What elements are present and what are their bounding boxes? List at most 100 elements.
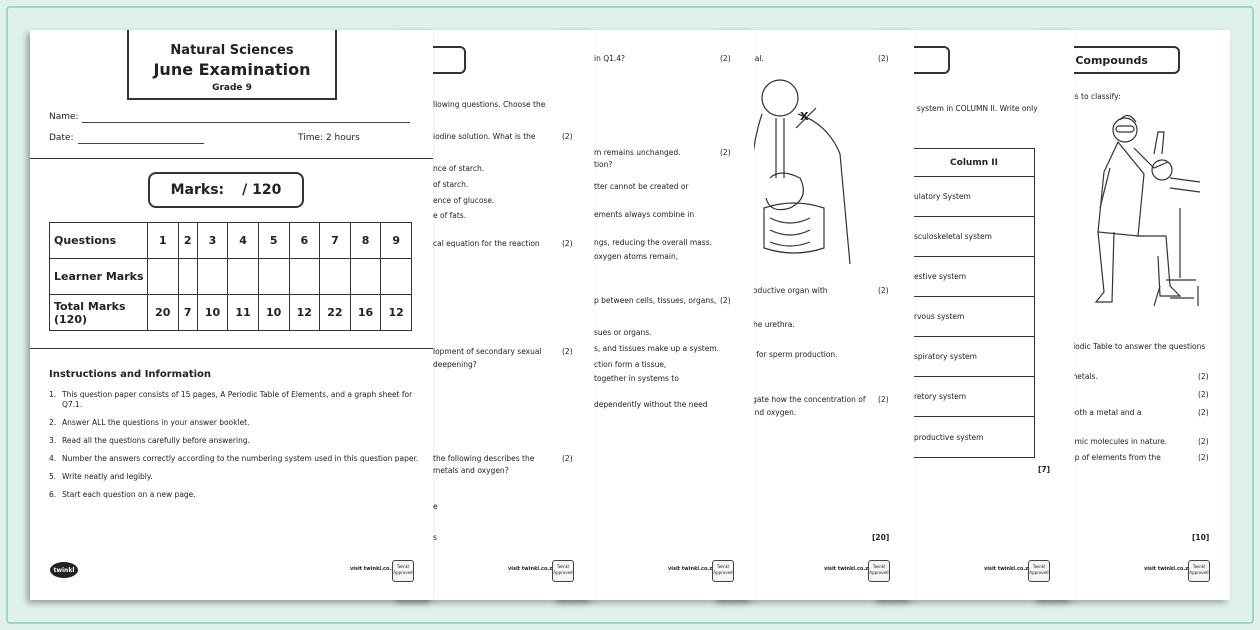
mark-allocation: (2) <box>1198 408 1209 417</box>
marks-label: Marks: <box>170 182 225 198</box>
marks-table: Questions 1 2 3 4 5 6 7 8 9 Learner Mark… <box>49 222 412 331</box>
exam-title: June Examination <box>153 60 311 79</box>
text-line: cal equation for the reaction <box>433 239 540 248</box>
mark-allocation: (2) <box>562 454 573 463</box>
footer-url: visit twinkl.co.za <box>508 566 556 572</box>
diagram-label: X <box>800 110 809 123</box>
learner-mark-cell[interactable] <box>380 258 412 295</box>
text-line: omic molecules in nature. <box>1070 437 1168 446</box>
question-number: 7 <box>319 222 351 259</box>
learner-mark-cell[interactable] <box>257 258 290 295</box>
text-line: roductive organ with <box>750 286 828 295</box>
text-line: ence of glucose. <box>433 196 495 205</box>
list-item: 1.This question paper consists of 15 pag… <box>49 390 419 410</box>
total-mark: 20 <box>147 294 179 331</box>
mark-allocation: (2) <box>562 347 573 356</box>
learner-mark-cell[interactable] <box>177 258 198 295</box>
text-line: nce of starch. <box>433 164 485 173</box>
marks-box: Marks: / 120 <box>148 172 304 208</box>
column-item: productive system <box>914 432 984 442</box>
list-item: 2.Answer ALL the questions in your answe… <box>49 418 250 427</box>
question-number: 5 <box>257 222 290 259</box>
mark-allocation: (2) <box>1198 390 1209 399</box>
text-line: up of elements from the <box>1070 453 1161 462</box>
approved-badge: Twinkl Approved <box>552 560 574 582</box>
date-label: Date: <box>49 133 74 143</box>
background-frame <box>6 6 1254 624</box>
text-line: dependently without the need <box>594 400 708 409</box>
question-number: 3 <box>196 222 229 259</box>
text-line: lopment of secondary sexual <box>433 347 542 356</box>
text-line: ements always combine in <box>594 210 695 219</box>
section-total: [10] <box>1192 533 1210 542</box>
text-line: tter cannot be created or <box>594 182 689 191</box>
instructions-list: 1.This question paper consists of 15 pag… <box>49 390 419 508</box>
total-mark: 16 <box>349 294 382 331</box>
table-row: Questions 1 2 3 4 5 6 7 8 9 <box>49 222 412 259</box>
cover-page: Natural Sciences June Examination Grade … <box>30 30 433 600</box>
instruction-text: This question paper consists of 15 pages… <box>62 390 413 409</box>
text-line: ction form a tissue, <box>594 360 667 369</box>
approved-badge: Twinkl Approved <box>712 560 734 582</box>
mark-allocation: (2) <box>720 296 731 305</box>
instruction-text: Write neatly and legibly. <box>62 472 153 481</box>
column-item: spiratory system <box>914 337 1034 377</box>
column-title: Column II <box>914 149 1034 177</box>
page-banner: ical Compounds <box>1040 46 1180 74</box>
mark-allocation: (2) <box>1198 437 1209 446</box>
text-line: and oxygen. <box>750 408 797 417</box>
mark-allocation: (2) <box>878 54 889 63</box>
text-line: igate how the concentration of <box>750 395 866 404</box>
text-line: m remains unchanged. <box>594 148 681 157</box>
time-label: Time: 2 hours <box>298 133 360 143</box>
instruction-text: Number the answers correctly according t… <box>62 454 419 463</box>
learner-mark-cell[interactable] <box>319 258 351 295</box>
learner-mark-cell[interactable] <box>196 258 229 295</box>
total-mark: 22 <box>319 294 351 331</box>
twinkl-logo: twinkl <box>50 562 78 578</box>
learner-mark-cell[interactable] <box>147 258 179 295</box>
text-line: riodic Table to answer the questions <box>1070 342 1206 351</box>
text-line: of starch. <box>433 180 469 189</box>
divider <box>30 348 433 349</box>
footer-url: visit twinkl.co.za <box>1144 566 1192 572</box>
text-line: together in systems to <box>594 374 679 383</box>
section-total: [20] <box>872 533 890 542</box>
row-header: Learner Marks <box>49 258 148 295</box>
text-line: metals. <box>1070 372 1098 381</box>
approved-badge: Twinkl Approved <box>1188 560 1210 582</box>
footer-url: visit twinkl.co.za <box>984 566 1032 572</box>
text-line: s <box>433 533 437 542</box>
approved-badge: Twinkl Approved <box>1028 560 1050 582</box>
text-line: oxygen atoms remain, <box>594 252 679 261</box>
total-mark: 12 <box>380 294 412 331</box>
question-number: 9 <box>380 222 412 259</box>
name-field[interactable] <box>82 122 410 123</box>
mark-allocation: (2) <box>878 395 889 404</box>
instruction-text: Answer ALL the questions in your answer … <box>62 418 250 427</box>
text-line: s, and tissues make up a system. <box>594 344 720 353</box>
date-field[interactable] <box>78 143 204 144</box>
footer-url: visit twinkl.co.za <box>824 566 872 572</box>
subject-title: Natural Sciences <box>170 43 294 58</box>
approved-badge: Twinkl Approved <box>868 560 890 582</box>
question-number: 8 <box>349 222 382 259</box>
column-ii-table: Column II ulatory System sculoskeletal s… <box>913 148 1035 458</box>
learner-mark-cell[interactable] <box>227 258 259 295</box>
mark-allocation: (2) <box>562 132 573 141</box>
list-item: 5.Write neatly and legibly. <box>49 472 153 481</box>
text-line: s for sperm production. <box>750 350 838 359</box>
instructions-title: Instructions and Information <box>49 369 212 380</box>
table-row: Total Marks (120) 20 7 10 11 10 12 22 16… <box>49 294 412 331</box>
text-line: the urethra. <box>750 320 795 329</box>
footer-url: visit twinkl.co.za <box>350 566 398 572</box>
text-line: in Q1.4? <box>594 54 626 63</box>
text-line: ds to classify: <box>1070 92 1121 101</box>
list-item: 3.Read all the questions carefully befor… <box>49 436 250 445</box>
text-line: metals and oxygen? <box>433 466 509 475</box>
divider <box>30 158 433 159</box>
mark-allocation: (2) <box>562 239 573 248</box>
learner-mark-cell[interactable] <box>349 258 382 295</box>
learner-mark-cell[interactable] <box>288 258 321 295</box>
mark-allocation: (2) <box>720 54 731 63</box>
